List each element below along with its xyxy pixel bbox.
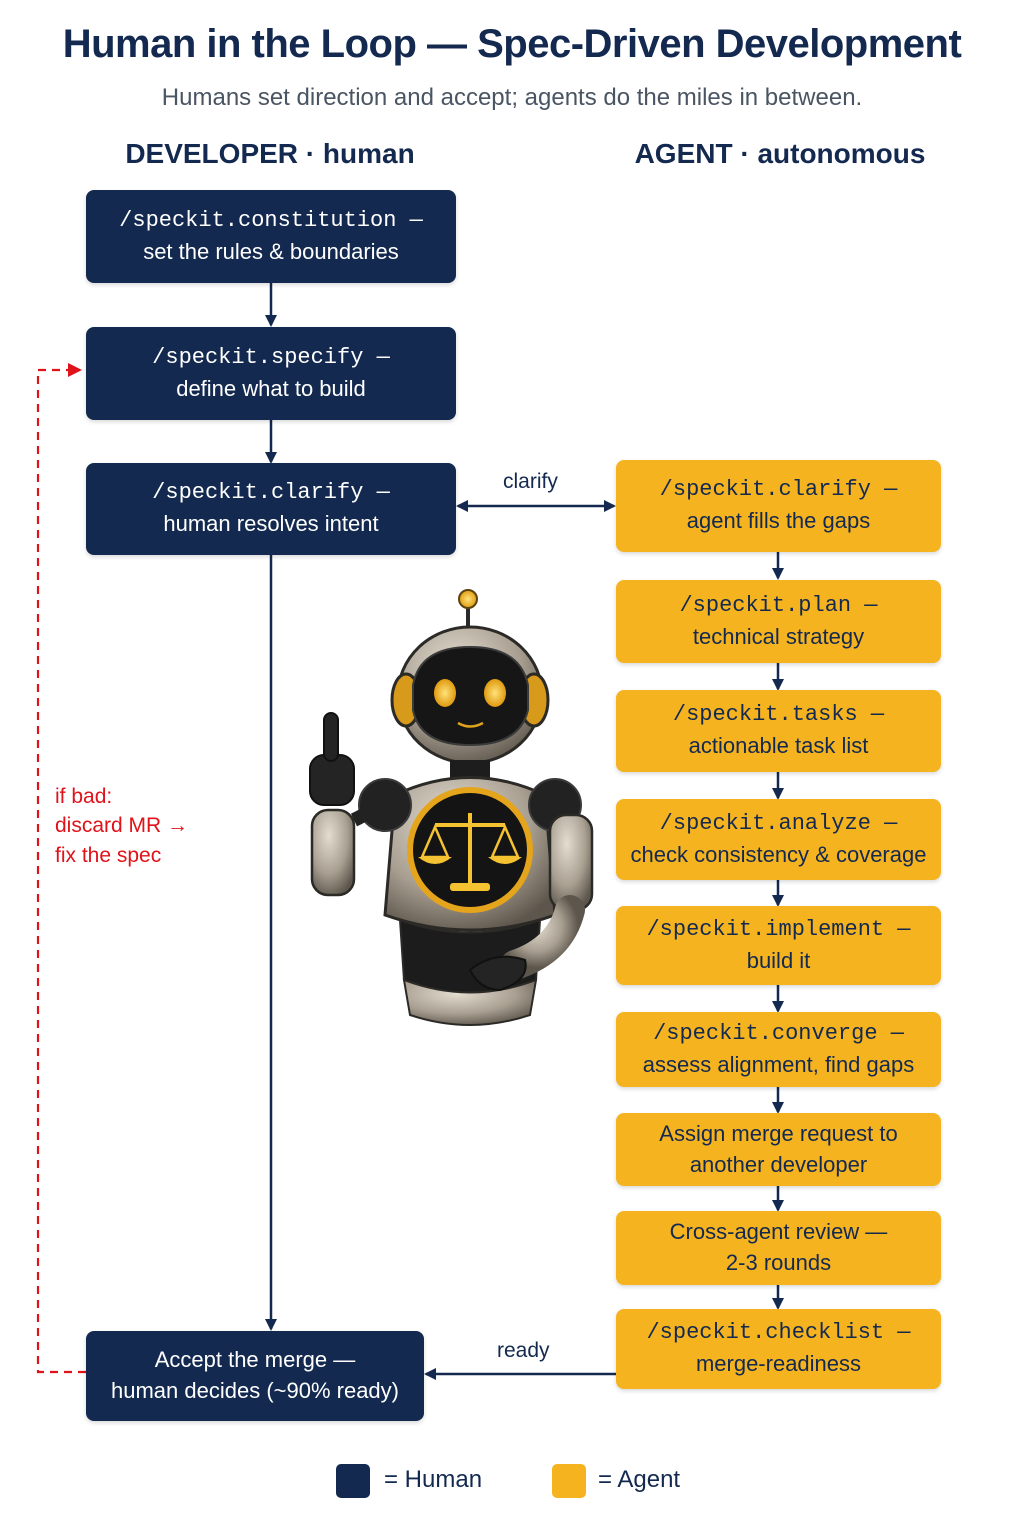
agent-step-tasks-cmd: /speckit.tasks — [672, 702, 885, 728]
agent-column-header: AGENT · autonomous [634, 138, 926, 169]
human-step-accept-cmd: Accept the merge — [154, 1347, 356, 1373]
agent-step-assign-cmd: Assign merge request to [659, 1120, 898, 1146]
agent-step-analyze-cmd: /speckit.analyze — [659, 810, 898, 836]
agent-step-assign-desc: another developer [689, 1151, 868, 1177]
loop-note-line-3: fix the spec [55, 843, 162, 867]
agent-step-checklist-desc: merge-readiness [695, 1351, 862, 1376]
agent-step-implement-cmd: /speckit.implement — [646, 916, 911, 942]
human-step-specify: /speckit.specify — define what to build [86, 327, 456, 420]
page-title: Human in the Loop — Spec-Driven Developm… [62, 22, 962, 66]
agent-step-clarify: /speckit.clarify — agent fills the gaps [616, 460, 941, 552]
page-subtitle: Humans set direction and accept; agents … [161, 84, 863, 111]
agent-step-implement-desc: build it [746, 947, 811, 973]
agent-step-cross-review: Cross-agent review — 2-3 rounds [616, 1211, 941, 1285]
agent-step-plan-cmd: /speckit.plan — [679, 592, 878, 618]
clarify-connector-label: clarify [503, 470, 558, 493]
loop-back-dashed-arrow [36, 363, 86, 1374]
legend-human-label: = Human [384, 1466, 483, 1493]
agent-step-clarify-desc: agent fills the gaps [686, 508, 871, 533]
agent-step-analyze: /speckit.analyze — check consistency & c… [616, 799, 941, 880]
agent-step-checklist: /speckit.checklist — merge-readiness [616, 1309, 941, 1389]
human-step-clarify: /speckit.clarify — human resolves intent [86, 463, 456, 555]
human-step-accept-merge: Accept the merge — human decides (~90% r… [86, 1331, 424, 1421]
human-step-constitution-desc: set the rules & boundaries [143, 238, 399, 264]
agent-step-analyze-desc: check consistency & coverage [630, 841, 927, 867]
loop-note-line-2: discard MR → [55, 814, 189, 838]
human-step-specify-desc: define what to build [176, 375, 366, 401]
agent-step-clarify-cmd: /speckit.clarify — [659, 477, 898, 503]
human-step-constitution-cmd: /speckit.constitution — [119, 207, 423, 233]
legend-agent-label: = Agent [598, 1466, 681, 1493]
ready-connector-label: ready [497, 1339, 550, 1362]
loop-note: if bad: discard MR → fix the spec [55, 782, 188, 870]
human-step-clarify-desc: human resolves intent [163, 511, 379, 536]
human-step-clarify-cmd: /speckit.clarify — [152, 480, 390, 506]
agent-step-assign-mr: Assign merge request to another develope… [616, 1113, 941, 1186]
developer-column-header: DEVELOPER · human [125, 138, 415, 169]
human-step-constitution: /speckit.constitution — set the rules & … [86, 190, 456, 283]
agent-step-tasks-desc: actionable task list [688, 733, 869, 758]
agent-step-review-desc: 2-3 rounds [725, 1250, 832, 1275]
agent-step-converge-desc: assess alignment, find gaps [642, 1051, 915, 1077]
human-step-accept-desc: human decides (~90% ready) [111, 1378, 399, 1403]
human-step-specify-cmd: /speckit.specify — [152, 344, 390, 370]
agent-step-plan-desc: technical strategy [692, 623, 865, 649]
agent-step-plan: /speckit.plan — technical strategy [616, 580, 941, 663]
legend-agent-swatch [552, 1464, 586, 1498]
agent-step-converge: /speckit.converge — assess alignment, fi… [616, 1012, 941, 1087]
agent-step-review-cmd: Cross-agent review — [669, 1219, 888, 1245]
agent-step-converge-cmd: /speckit.converge — [653, 1020, 904, 1046]
agent-step-checklist-cmd: /speckit.checklist — [646, 1320, 911, 1346]
agent-step-implement: /speckit.implement — build it [616, 906, 941, 985]
robot-scales-illustration [309, 589, 594, 1026]
loop-note-line-1: if bad: [55, 785, 113, 808]
agent-step-tasks: /speckit.tasks — actionable task list [616, 690, 941, 772]
legend-human-swatch [336, 1464, 370, 1498]
